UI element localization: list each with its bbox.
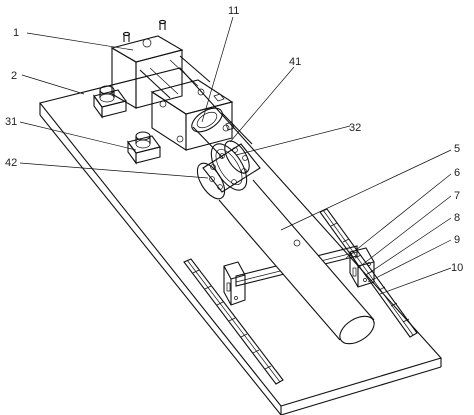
label-41: 41: [289, 56, 301, 68]
label-6: 6: [454, 167, 460, 179]
right-support-bolts: [93, 85, 127, 119]
right-slider-block: [349, 247, 375, 288]
flange-coupling: [196, 140, 261, 200]
label-7: 7: [454, 190, 460, 202]
callout-labels: 1 2 11 41 31 32 42 5 6 7 8 9 10: [5, 5, 463, 274]
base-plate: [39, 67, 442, 415]
label-1: 1: [13, 27, 19, 39]
left-guide-rail: [183, 258, 284, 385]
label-5: 5: [454, 143, 460, 155]
left-slider-block: [223, 261, 246, 306]
round-bar: [218, 179, 375, 345]
label-42: 42: [5, 157, 17, 169]
label-31: 31: [5, 116, 17, 128]
label-9: 9: [454, 234, 460, 246]
label-2: 2: [11, 70, 17, 82]
label-11: 11: [228, 5, 239, 17]
label-32: 32: [349, 122, 361, 134]
hydraulic-cylinder: [110, 19, 235, 152]
leader-lines: [19, 16, 452, 295]
left-support-bolts: [127, 131, 161, 165]
label-10: 10: [451, 262, 463, 274]
label-8: 8: [454, 212, 460, 224]
